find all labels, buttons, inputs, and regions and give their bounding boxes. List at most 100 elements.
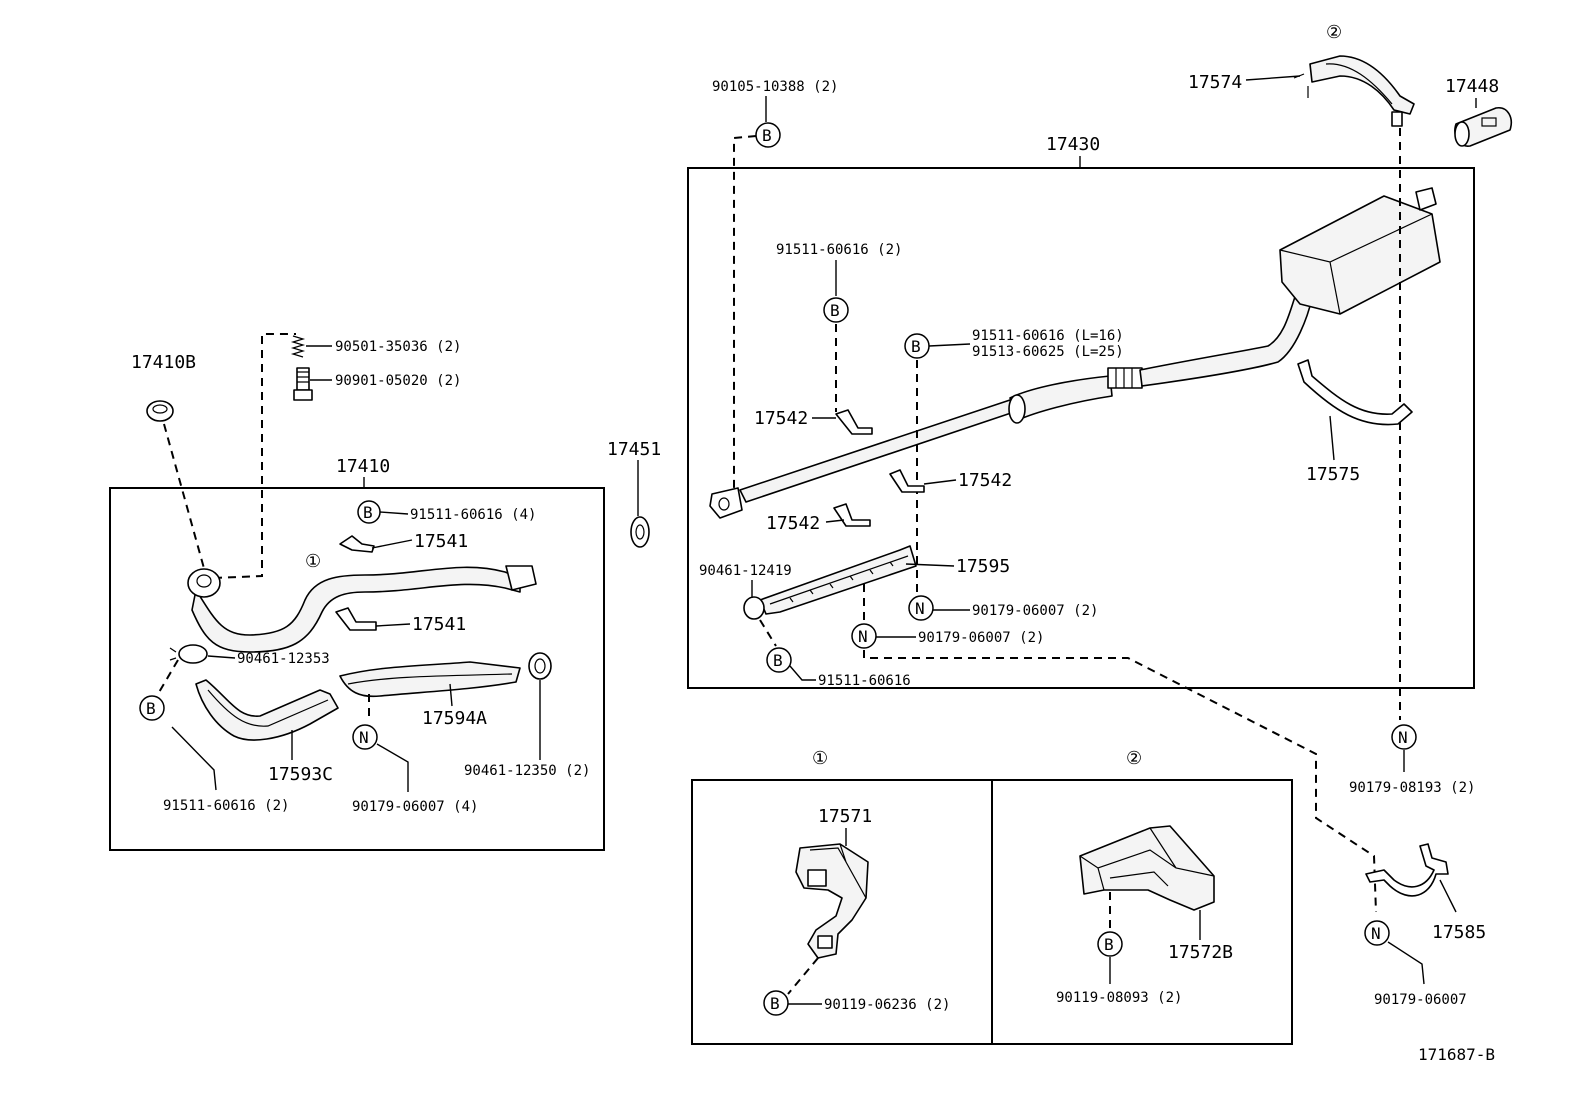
label-91511-2: 91511-60616 (2): [163, 798, 289, 814]
tail-pipe-group-box: [687, 167, 1475, 689]
bracket-17541-lower-icon: [335, 607, 377, 631]
label-17575: 17575: [1306, 464, 1360, 485]
bolt-marker-upper-left: [357, 500, 381, 524]
label-90901: 90901-05020 (2): [335, 373, 461, 389]
hanger-17575-icon: [1297, 359, 1413, 426]
lead-17575: [1329, 415, 1335, 461]
label-90105: 90105-10388 (2): [712, 79, 838, 95]
label-17571: 17571: [818, 806, 872, 827]
lead-90179-06007: [1387, 941, 1425, 985]
lead-91511-single: [789, 665, 816, 681]
bolt-marker-top: [755, 122, 781, 148]
nut-marker-right-b-text: N: [858, 627, 868, 646]
label-17410: 17410: [336, 456, 390, 477]
detail-1-marker: ①: [812, 748, 828, 769]
nut-marker-right-a: [908, 595, 934, 621]
front-pipe-group-box: [109, 487, 605, 851]
label-91513-l25: 91513-60625 (L=25): [972, 344, 1124, 360]
label-90179-06007-4: 90179-06007 (4): [352, 799, 478, 815]
label-90119-08093: 90119-08093 (2): [1056, 990, 1182, 1006]
bracket-17542-c-icon: [833, 503, 871, 527]
gasket-17410b-icon: [146, 400, 174, 422]
hanger-17574-icon: [1293, 55, 1415, 127]
nut-marker-far-right: [1391, 724, 1417, 750]
bolt-marker-lower-text: B: [773, 651, 783, 670]
tail-pipe-icon: [709, 293, 1313, 519]
label-91511-2b: 91511-60616 (2): [776, 242, 902, 258]
detail-2-marker: ②: [1126, 748, 1142, 769]
label-90179-06007: 90179-06007: [1374, 992, 1467, 1008]
bolt-marker-left-text: B: [146, 699, 156, 718]
lead-91511-2: [171, 726, 217, 791]
label-17410b: 17410B: [131, 352, 196, 373]
clamp-90461-12419-icon: [743, 596, 765, 620]
heat-insulator-17595-icon: [759, 545, 917, 615]
label-17541-b: 17541: [412, 614, 466, 635]
label-91511-4: 91511-60616 (4): [410, 507, 536, 523]
label-17572b: 17572B: [1168, 942, 1233, 963]
clamp-90461-12350-icon: [528, 652, 552, 680]
label-17430: 17430: [1046, 134, 1100, 155]
nut-marker-left-text: N: [359, 728, 369, 747]
lead-91511-4: [379, 511, 409, 515]
bolt-marker-detail-1: [763, 990, 789, 1016]
bolt-marker-mid: [823, 297, 849, 323]
nut-marker-right-b: [851, 623, 877, 649]
spring-bolt-icon: [290, 335, 313, 401]
bolt-marker-mid-text: B: [830, 301, 840, 320]
bracket-17585-icon: [1365, 843, 1449, 897]
lead-90461-12353: [207, 655, 236, 659]
mount-17571-icon: [795, 843, 869, 959]
label-17585: 17585: [1432, 922, 1486, 943]
nut-marker-right-a-text: N: [915, 599, 925, 618]
lead-91511-l16: [928, 343, 971, 347]
mount-17572b-icon: [1079, 825, 1215, 911]
label-17451: 17451: [607, 439, 661, 460]
nut-marker-bottom-right: [1364, 920, 1390, 946]
nut-long-dash: [863, 650, 1377, 913]
lead-17595: [905, 563, 955, 567]
label-17593c: 17593C: [268, 764, 333, 785]
bolt-marker-detail-1-text: B: [770, 994, 780, 1013]
bracket-17542-a-icon: [835, 409, 873, 435]
bracket-17541-upper-icon: [339, 535, 375, 553]
heat-insulator-17594a-icon: [339, 661, 521, 698]
lead-17541-b: [375, 623, 411, 627]
bolt-marker-left: [139, 695, 165, 721]
label-17542-b: 17542: [958, 470, 1012, 491]
detail-2-box: [991, 779, 1293, 1045]
label-17541-a: 17541: [414, 531, 468, 552]
detail-1-dash: [787, 957, 819, 995]
clamp-dash: [157, 659, 179, 695]
tail-pipe-tip-17448-icon: [1454, 107, 1512, 147]
gasket-17410b-dash: [163, 423, 206, 573]
bolt-marker-lower: [766, 647, 792, 673]
label-90179-08193: 90179-08193 (2): [1349, 780, 1475, 796]
detail-2-marker-top: ②: [1326, 22, 1342, 43]
label-90179-06007-2b: 90179-06007 (2): [918, 630, 1044, 646]
label-90461-12350: 90461-12350 (2): [464, 763, 590, 779]
lead-17585: [1439, 879, 1457, 913]
detail-1-marker-left: ①: [305, 551, 321, 572]
label-17594a: 17594A: [422, 708, 487, 729]
label-17595: 17595: [956, 556, 1010, 577]
bolt-top-dash: [733, 135, 757, 490]
label-17542-a: 17542: [754, 408, 808, 429]
label-17542-c: 17542: [766, 513, 820, 534]
bracket-17542-b-icon: [889, 469, 925, 493]
label-90179-06007-2a: 90179-06007 (2): [972, 603, 1098, 619]
lead-17594a: [449, 683, 453, 707]
label-90501: 90501-35036 (2): [335, 339, 461, 355]
lead-17542-c: [825, 519, 845, 523]
lead-17541-a: [371, 539, 413, 549]
muffler-icon: [1279, 187, 1441, 315]
lead-17542-b: [923, 479, 957, 485]
lead-90179-06007-4: [376, 743, 409, 792]
label-90461-12353: 90461-12353: [237, 651, 330, 667]
nut-marker-bottom-right-text: N: [1371, 924, 1381, 943]
label-90119-06236: 90119-06236 (2): [824, 997, 950, 1013]
lead-17574: [1245, 75, 1301, 81]
spring-bolt-dash: [213, 333, 296, 579]
bolt-marker-detail-2-text: B: [1104, 935, 1114, 954]
bolt-lower-dash: [759, 619, 777, 647]
